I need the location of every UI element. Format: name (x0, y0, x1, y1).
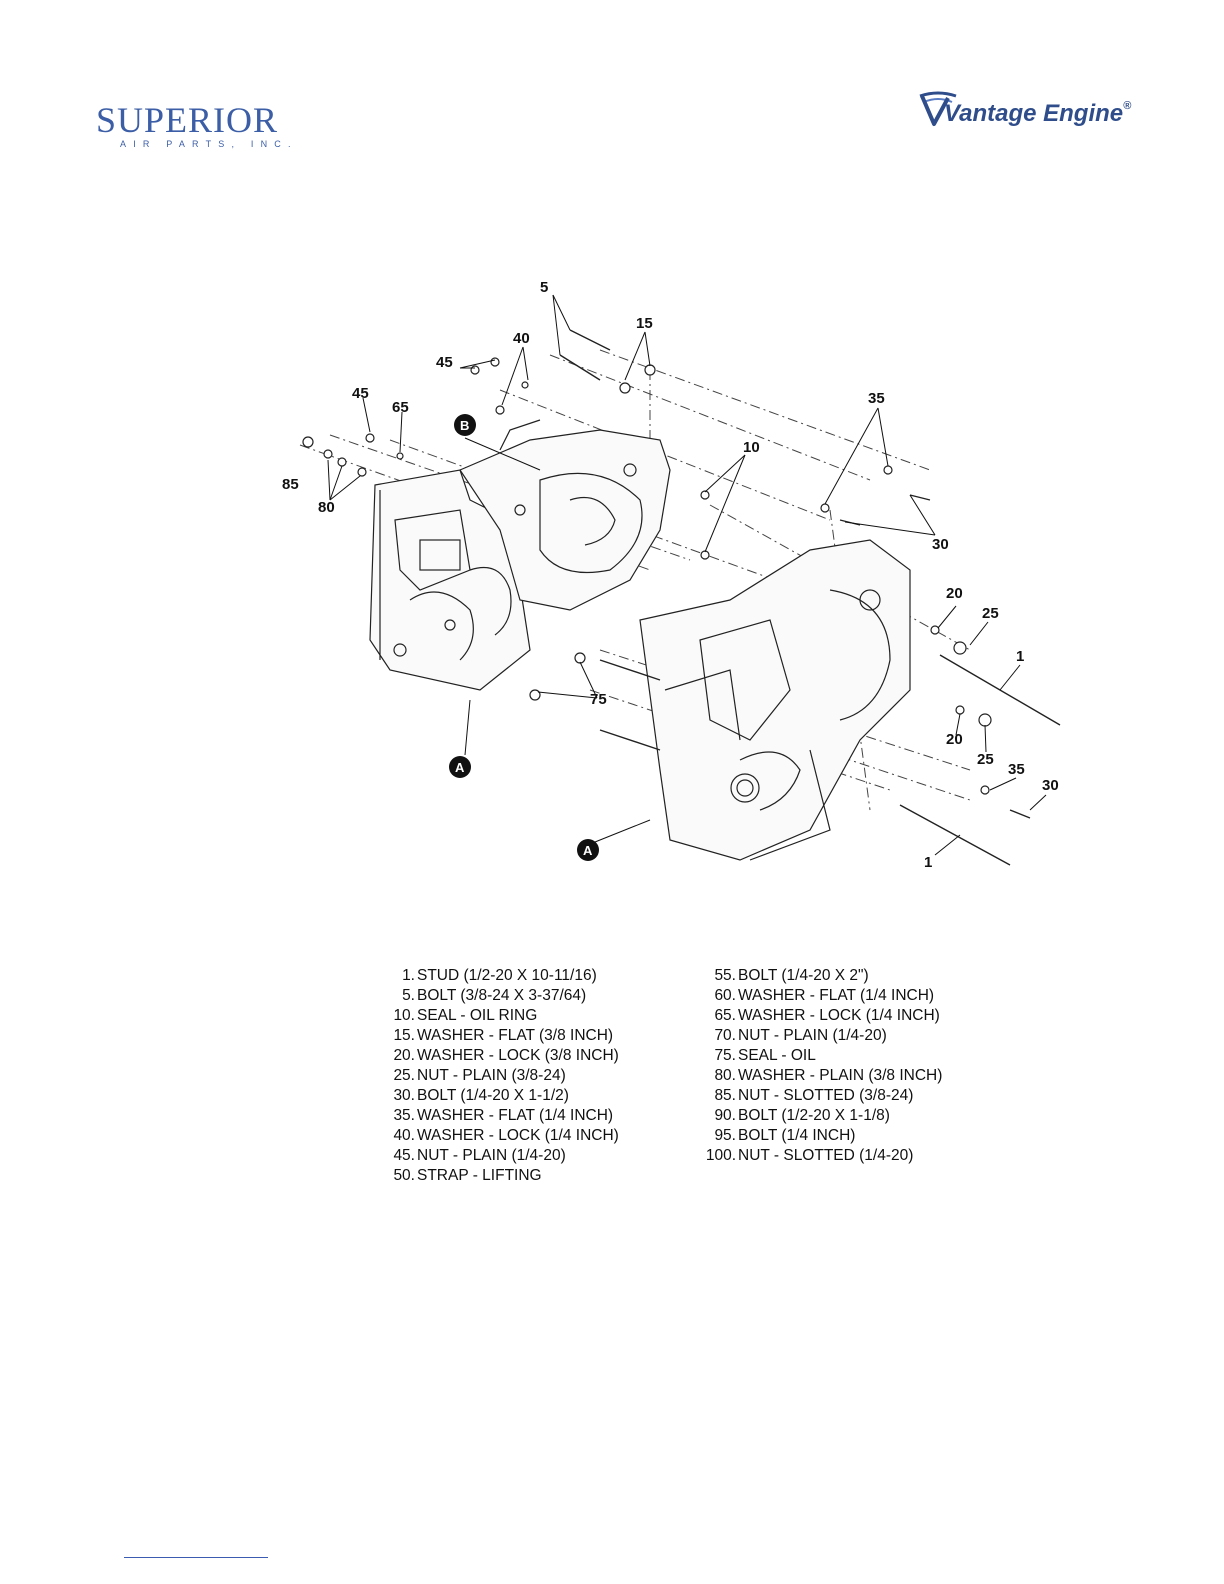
callout-30-bottom: 30 (1042, 777, 1059, 794)
superior-logo-subtitle: AIR PARTS, INC. (120, 139, 298, 149)
parts-list-right-column: 55.BOLT (1/4-20 X 2") 60.WASHER - FLAT (… (698, 966, 1008, 1166)
crankcase-exploded-diagram: 5 15 40 45 45 65 85 80 10 35 30 20 25 1 … (270, 270, 1070, 890)
part-item: 85.NUT - SLOTTED (3/8-24) (714, 1087, 914, 1104)
callout-75: 75 (590, 691, 607, 708)
parts-list: 1.STUD (1/2-20 X 10-11/16) 5.BOLT (3/8-2… (382, 966, 1002, 1196)
badge-a-right: A (583, 843, 593, 858)
part-item: 95.BOLT (1/4 INCH) (714, 1127, 856, 1144)
part-item: 65.WASHER - LOCK (1/4 INCH) (714, 1007, 940, 1024)
part-item: 15.WASHER - FLAT (3/8 INCH) (393, 1027, 614, 1044)
callout-5: 5 (540, 279, 548, 296)
superior-logo-text: SUPERIOR (96, 100, 279, 140)
callout-1-top: 1 (1016, 648, 1024, 665)
part-item: 20.WASHER - LOCK (3/8 INCH) (393, 1047, 619, 1064)
part-item: 60.WASHER - FLAT (1/4 INCH) (714, 987, 935, 1004)
part-item: 25.NUT - PLAIN (3/8-24) (393, 1067, 566, 1084)
part-item: 75.SEAL - OIL (714, 1047, 816, 1064)
part-item: 30.BOLT (1/4-20 X 1-1/2) (393, 1087, 569, 1104)
part-item: 1.STUD (1/2-20 X 10-11/16) (402, 967, 597, 984)
callout-45-left: 45 (352, 385, 369, 402)
callout-10: 10 (743, 439, 760, 456)
callout-45-top: 45 (436, 354, 453, 371)
part-item: 40.WASHER - LOCK (1/4 INCH) (393, 1127, 619, 1144)
part-item: 90.BOLT (1/2-20 X 1-1/8) (714, 1107, 890, 1124)
vantage-engine-logo: Vantage Engine® (918, 90, 1132, 138)
part-item: 55.BOLT (1/4-20 X 2") (714, 967, 869, 984)
crankcase-drawing: 5 15 40 45 45 65 85 80 10 35 30 20 25 1 … (282, 279, 1061, 871)
callout-25-top: 25 (982, 605, 999, 622)
part-item: 35.WASHER - FLAT (1/4 INCH) (393, 1107, 614, 1124)
part-item: 70.NUT - PLAIN (1/4-20) (714, 1027, 887, 1044)
callout-35-bottom: 35 (1008, 761, 1025, 778)
part-item: 50.STRAP - LIFTING (393, 1167, 542, 1184)
vantage-swoosh-icon (919, 91, 957, 126)
part-item: 45.NUT - PLAIN (1/4-20) (393, 1147, 566, 1164)
part-item: 100.NUT - SLOTTED (1/4-20) (705, 1147, 914, 1164)
callout-40: 40 (513, 330, 530, 347)
callout-65: 65 (392, 399, 409, 416)
badge-a-left: A (455, 760, 465, 775)
callout-80: 80 (318, 499, 335, 516)
parts-list-left-column: 1.STUD (1/2-20 X 10-11/16) 5.BOLT (3/8-2… (382, 966, 692, 1186)
callout-15: 15 (636, 315, 653, 332)
badge-a-left-circle (449, 756, 471, 778)
badge-b: B (460, 418, 469, 433)
callout-20-bottom: 20 (946, 731, 963, 748)
callout-85: 85 (282, 476, 299, 493)
callout-25-bottom: 25 (977, 751, 994, 768)
vantage-logo-text: Vantage Engine® (944, 100, 1132, 127)
part-item: 80.WASHER - PLAIN (3/8 INCH) (714, 1067, 943, 1084)
callout-35-top: 35 (868, 390, 885, 407)
callout-1-bottom: 1 (924, 854, 932, 871)
callout-20-top: 20 (946, 585, 963, 602)
superior-logo: SUPERIOR AIR PARTS, INC. (96, 100, 328, 154)
part-item: 5.BOLT (3/8-24 X 3-37/64) (402, 987, 587, 1004)
badge-b-circle (454, 414, 476, 436)
footer-divider (124, 1557, 268, 1558)
callout-30-top: 30 (932, 536, 949, 553)
badge-a-right-circle (577, 839, 599, 861)
part-item: 10.SEAL - OIL RING (393, 1007, 538, 1024)
